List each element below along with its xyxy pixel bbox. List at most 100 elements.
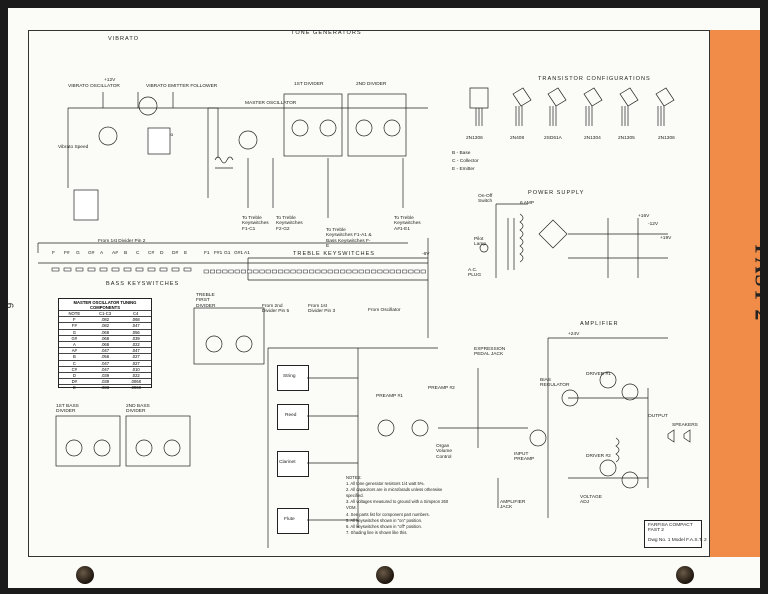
treble-keyswitch (395, 269, 401, 274)
tuning-table-row: C#.047.010 (59, 365, 151, 372)
q1-transistor (98, 126, 118, 146)
tuning-table-row: A.068.022 (59, 340, 151, 347)
note-item: 2. All capacitors are in microfarads unl… (346, 487, 443, 499)
vibrato-unit (147, 127, 171, 155)
note-item: 3. All voltages measured to ground with … (346, 499, 449, 511)
treble-keyswitch (271, 269, 277, 274)
schematic-drawing (37, 87, 691, 548)
supply-rails (568, 218, 668, 278)
bass-keyswitch (135, 267, 144, 272)
bridge-rectifier (538, 219, 568, 249)
treble-keyswitch (247, 269, 253, 274)
treble-key-label: F1 (204, 251, 210, 256)
treble-keyswitch (259, 269, 265, 274)
treble-keyswitch (284, 269, 290, 274)
tuning-table-cell: C# (71, 366, 78, 372)
tuning-table-cell: G# (71, 335, 78, 341)
from-divider-pin2: From 1st Divider Pin 2 (98, 239, 146, 244)
power-supply-title: POWER SUPPLY (528, 190, 585, 196)
organ-volume-control: Organ Volume Control (436, 444, 452, 460)
voltage-label-2: +16V (638, 214, 650, 219)
treble-keyswitch (352, 269, 358, 274)
voice-reed: Reed (285, 413, 297, 418)
ac-plug-label: A.C. PLUG (468, 268, 482, 279)
col-c1c3: C1-C3 (98, 311, 112, 316)
tuning-table-row: D#.039.0068 (59, 378, 151, 384)
vibrato-title: VIBRATO (108, 36, 140, 42)
treble-keyswitch (371, 269, 377, 274)
clarinet-voice-box (277, 451, 309, 477)
col-note: NOTE (68, 311, 81, 316)
treble-keyswitch (377, 269, 383, 274)
vibrato-wiring (67, 92, 219, 188)
transistor-config-title: TRANSISTOR CONFIGURATIONS (538, 76, 651, 82)
output-label: OUTPUT (648, 414, 668, 419)
tuning-table-cell: .0068 (130, 385, 141, 391)
driver2-transistor (599, 459, 617, 477)
treble-keyswitch (321, 269, 327, 274)
tuning-table-row: F.082.068 (59, 316, 151, 322)
master-osc-transistor (238, 130, 258, 150)
transistor-type-6: 2N1306 (658, 136, 675, 141)
treble-keyswitch (327, 269, 333, 274)
treble-first-divider-label: TREBLE FIRST DIVIDER (196, 293, 216, 309)
notes-title: NOTES: (346, 475, 362, 480)
bass-keyswitch (183, 267, 192, 272)
expression-pedal-jack: EXPRESSION PEDAL JACK (474, 347, 506, 358)
bass-key-label: E (184, 251, 188, 256)
treble-keyswitch (216, 269, 222, 274)
transistor-symbol-5 (619, 87, 639, 126)
treble-keyswitch (315, 269, 321, 274)
to-treble-b: To Treble Keyswitches F2-G2 (276, 216, 303, 232)
tuning-table-cell: .027 (131, 354, 140, 360)
binder-hole-left (76, 566, 94, 584)
second-divider-label: 2ND DIVIDER (356, 82, 387, 87)
divider-q4 (319, 119, 337, 137)
treble-key-label: A1 (244, 251, 250, 256)
tuning-table-cell: .022 (131, 372, 140, 378)
tuning-table-row: D.039.022 (59, 371, 151, 378)
transistor-type-3: 2SD61A (544, 136, 562, 141)
voice-string: String (283, 374, 296, 379)
amplifier-title: AMPLIFIER (580, 321, 619, 327)
bass-key-label: D (160, 251, 164, 256)
voltage-adj-label: VOLTAGE ADJ (580, 495, 602, 506)
treble-divider-box (193, 307, 265, 365)
treble-keyswitch (290, 269, 296, 274)
tuning-table-cell: .082 (100, 317, 110, 323)
amplifier-wiring (547, 337, 668, 518)
treble-divider-q1 (205, 335, 223, 353)
tuning-table-row: G.068.056 (59, 328, 151, 335)
side-tab: FAST 2 (710, 30, 760, 557)
voltage-label-3: -12V (648, 222, 659, 227)
bass-keyswitch (51, 267, 60, 272)
treble-divider-q2 (235, 335, 253, 353)
treble-keyswitch (309, 269, 315, 274)
tuning-table-cell: D (72, 372, 76, 378)
treble-keyswitches-title: TREBLE KEYSWITCHES (293, 251, 376, 257)
vibrato-emitter-follower-label: VIBRATO EMITTER FOLLOWER (146, 84, 218, 89)
bass-q1 (65, 439, 83, 457)
vibrato-speed-label: Vibrato Speed (58, 145, 89, 150)
treble-key-label: G#1 (234, 251, 244, 256)
model-label: FARFISA COMPACT FAST 2 (648, 523, 693, 534)
first-divider-box (283, 93, 343, 157)
note-item: 7. Shading line is shown like this. (346, 529, 408, 535)
tuning-table-cell: A (72, 341, 76, 347)
input-preamp: INPUT PREAMP (514, 452, 535, 463)
preamp2-label: PREAMP #2 (428, 386, 455, 391)
preamp-wiring (438, 368, 528, 508)
bass-keyswitch (123, 267, 132, 272)
master-oscillator-label: MASTER OSCILLATOR (245, 101, 297, 106)
tone-gen-wiring (207, 107, 428, 218)
divider-q5 (355, 119, 373, 137)
bass-keyswitch (147, 267, 156, 272)
treble-keyswitch (278, 269, 284, 274)
tuning-table-cell: .082 (100, 323, 110, 329)
to-treble-a: To Treble Keyswitches F1-C1 (242, 216, 269, 232)
treble-keyswitch (408, 269, 414, 274)
voice-wiring (267, 347, 438, 548)
bass-key-label: B (124, 251, 128, 256)
preamp1-transistor (377, 419, 395, 437)
bias-regulator: BIAS REGULATOR (540, 378, 570, 389)
